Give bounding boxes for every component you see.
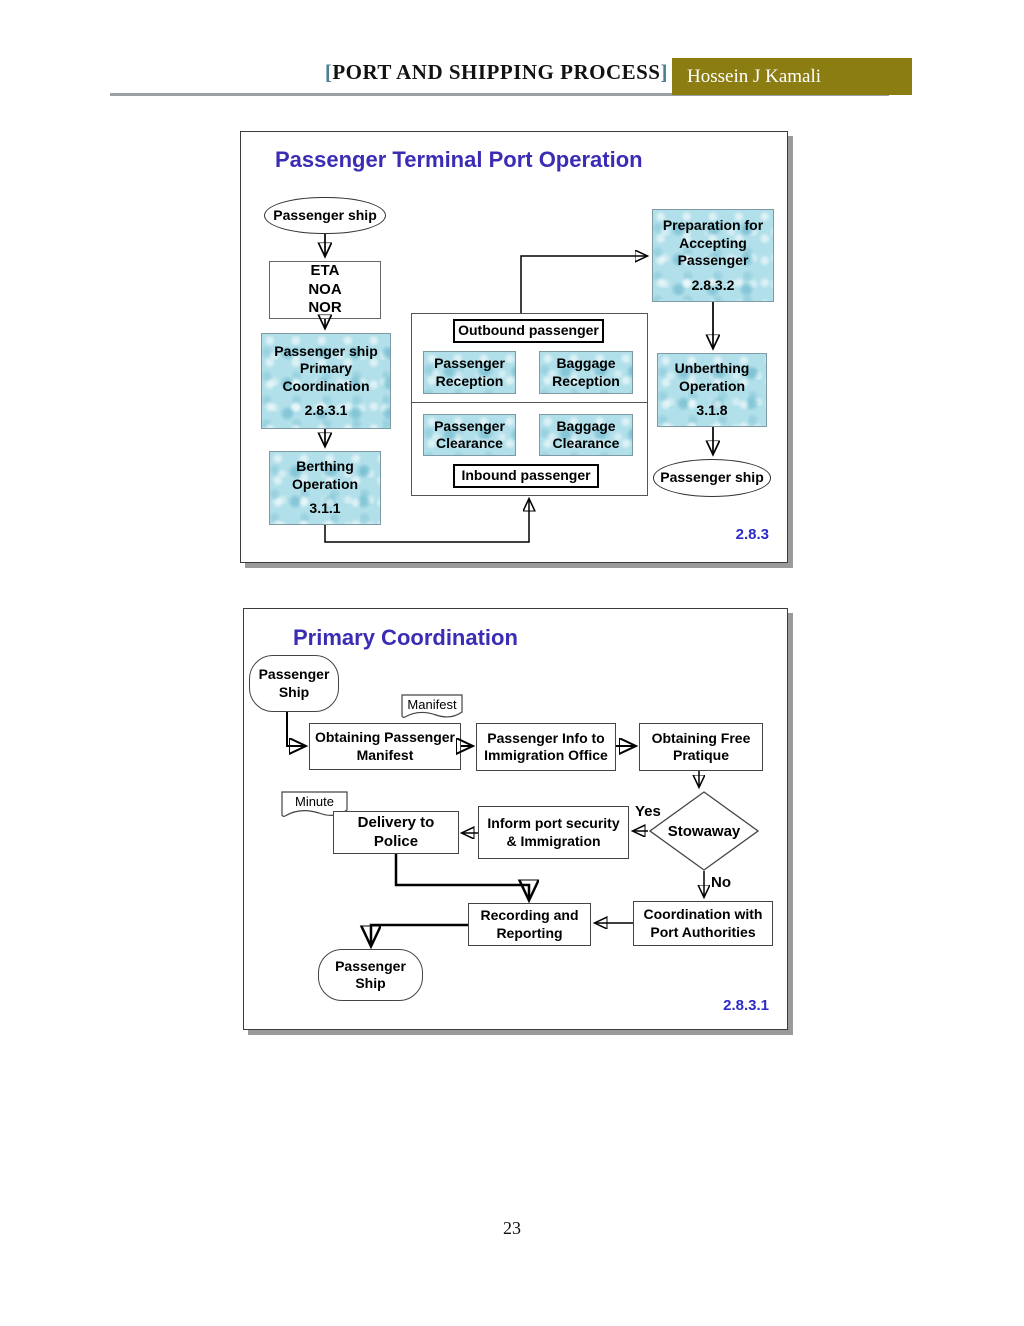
node-stowaway-decision: Stowaway [649,791,759,871]
node-code: 2.8.3.1 [304,402,348,418]
header-bracket-open: [ [324,60,333,84]
node-label: Coordination with Port Authorities [643,906,763,940]
branch-yes-label: Yes [635,803,661,820]
node-eta-noa-nor: ETA NOA NOR [269,261,381,319]
node-code: 2.8.3.2 [691,276,735,293]
node-inform-port-security: Inform port security & Immigration [478,806,629,859]
node-label: Passenger ship Primary Coordination [274,342,378,394]
arrow-ship-to-obtaining [286,712,304,746]
node-outbound-passenger: Outbound passenger [453,319,604,343]
node-obtaining-free-pratique: Obtaining Free Pratique [639,723,763,771]
header-rule [110,93,889,96]
container-divider [412,402,647,403]
node-label: Berthing Operation [291,458,359,492]
node-passenger-clearance: Passenger Clearance [423,414,516,456]
diamond-shape [649,791,759,871]
node-obtaining-manifest: Obtaining Passenger Manifest [309,723,461,770]
node-minute-document: Minute [281,791,348,821]
node-label: ETA NOA NOR [308,261,342,317]
node-code: 3.1.8 [696,402,728,419]
node-passenger-ship-start2: Passenger Ship [249,655,339,712]
node-passenger-ship-end: Passenger ship [653,459,771,497]
node-unberthing-operation: Unberthing Operation 3.1.8 [657,353,767,427]
node-baggage-clearance: Baggage Clearance [539,414,633,456]
branch-no-label: No [711,874,731,891]
node-berthing-operation: Berthing Operation 3.1.1 [269,451,381,525]
node-inbound-passenger: Inbound passenger [453,464,599,488]
node-label: Passenger Clearance [434,417,505,452]
node-primary-coordination: Passenger ship Primary Coordination 2.8.… [261,333,391,429]
node-label: Stowaway [667,822,741,840]
node-label: Minute [294,794,335,809]
diagram-panel-primary-coordination: Primary Coordination Passenger Ship Mani… [243,608,788,1030]
node-label: Baggage Reception [552,355,620,389]
node-label: Inform port security & Immigration [487,815,620,849]
node-baggage-reception: Baggage Reception [539,351,633,394]
header-author-band: Hossein J Kamali [672,58,912,95]
diagram1-title: Passenger Terminal Port Operation [275,147,643,172]
node-delivery-to-police: Delivery to Police [333,811,459,854]
node-label: Inbound passenger [461,467,591,484]
node-label: Baggage Clearance [552,417,620,452]
node-label: Outbound passenger [458,322,599,339]
node-label: Delivery to Police [357,813,435,850]
node-label: Preparation for Accepting Passenger [662,217,764,268]
node-passenger-ship-start: Passenger ship [264,197,386,234]
node-label: Passenger ship [660,469,764,486]
arrow-outbound-to-preparation [520,256,646,313]
header-bracket-close: ] [660,60,668,84]
page-number: 23 [503,1218,521,1238]
header-title: [PORT AND SHIPPING PROCESS] [0,60,668,85]
node-label: Manifest [407,697,457,712]
node-label: Obtaining Free Pratique [651,729,751,764]
node-label: Passenger Ship [258,666,330,700]
node-passenger-ship-end2: Passenger Ship [318,949,423,1001]
arrow-recording-to-ship [371,923,468,944]
node-preparation-accepting: Preparation for Accepting Passenger 2.8.… [652,209,774,302]
diagram2-title: Primary Coordination [293,625,518,650]
document-shape [401,694,463,718]
node-label: Unberthing Operation [674,360,750,394]
diagram2-ref: 2.8.3.1 [723,997,769,1014]
node-label: Recording and Reporting [480,907,579,941]
node-manifest-document: Manifest [401,694,463,722]
header-title-text: PORT AND SHIPPING PROCESS [332,60,661,84]
diagram-panel-terminal-operation: Passenger Terminal Port Operation Passen… [240,131,788,563]
node-passenger-info-immigration: Passenger Info to Immigration Office [476,723,616,771]
node-label: Passenger Reception [434,355,505,389]
node-label: Passenger ship [273,206,377,223]
node-label: Passenger Ship [335,957,406,992]
node-coordination-port-authorities: Coordination with Port Authorities [633,901,773,946]
node-code: 3.1.1 [309,500,341,517]
diagram1-ref: 2.8.3 [735,526,769,543]
node-label: Obtaining Passenger Manifest [314,729,456,763]
node-label: Passenger Info to Immigration Office [484,729,608,764]
node-passenger-reception: Passenger Reception [423,351,516,394]
node-recording-reporting: Recording and Reporting [468,903,591,946]
arrow-delivery-to-recording [394,854,529,898]
